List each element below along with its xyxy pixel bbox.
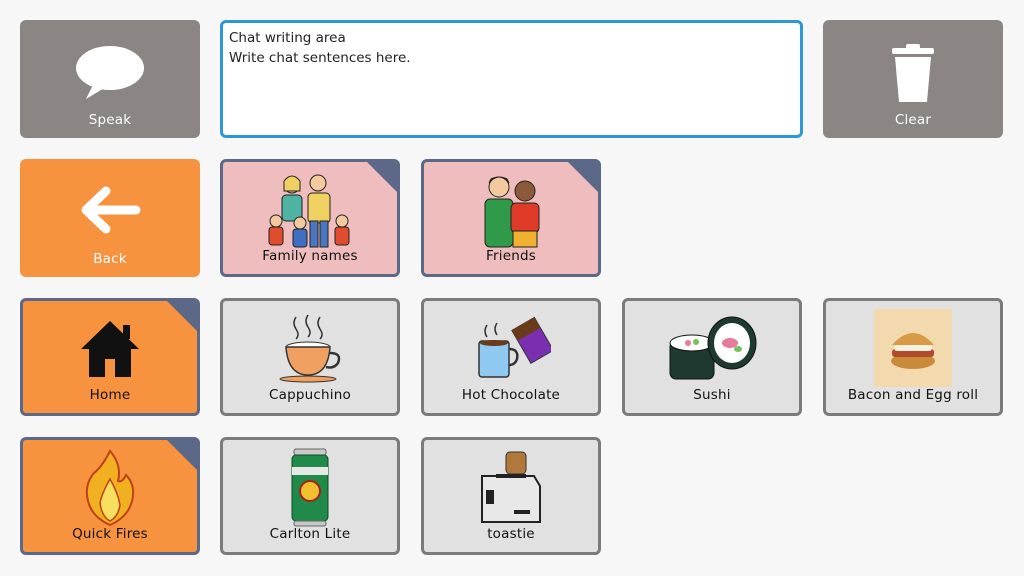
speak-label: Speak	[88, 112, 132, 128]
folder-corner	[568, 162, 598, 192]
quick-fires-label: Quick Fires	[72, 526, 148, 542]
bacon-egg-roll-photo	[826, 309, 1000, 387]
clear-button[interactable]: Clear	[823, 20, 1003, 138]
quick-fires-button[interactable]: Quick Fires	[20, 437, 200, 555]
fire-icon	[23, 448, 197, 528]
beer-can-icon	[223, 446, 397, 528]
speak-button[interactable]: Speak	[20, 20, 200, 138]
chat-area-hint: Write chat sentences here.	[229, 50, 411, 66]
folder-corner	[367, 162, 397, 192]
back-button[interactable]: Back	[20, 159, 200, 277]
chat-writing-area[interactable]: Chat writing area Write chat sentences h…	[220, 20, 803, 138]
folder-family-names[interactable]: Family names	[220, 159, 400, 277]
family-group-icon	[223, 170, 397, 250]
trash-can-icon	[823, 36, 1003, 110]
item-hot-chocolate[interactable]: Hot Chocolate	[421, 298, 601, 416]
item-label: Bacon and Egg roll	[847, 387, 979, 403]
item-toastie[interactable]: toastie	[421, 437, 601, 555]
item-label: Cappuchino	[269, 387, 351, 403]
folder-corner	[167, 440, 197, 470]
arrow-left-icon	[20, 179, 200, 241]
friends-icon	[424, 170, 598, 250]
item-bacon-and-egg-roll[interactable]: Bacon and Egg roll	[823, 298, 1003, 416]
speech-bubble-icon	[20, 38, 200, 108]
home-label: Home	[89, 387, 131, 403]
chat-area-title: Chat writing area	[229, 30, 346, 46]
folder-friends[interactable]: Friends	[421, 159, 601, 277]
item-label: toastie	[487, 526, 535, 542]
clear-label: Clear	[894, 112, 932, 128]
item-sushi[interactable]: Sushi	[622, 298, 802, 416]
item-label: Carlton Lite	[269, 526, 351, 542]
back-label: Back	[93, 251, 127, 267]
house-icon	[23, 313, 197, 385]
item-carlton-lite[interactable]: Carlton Lite	[220, 437, 400, 555]
folder-label: Friends	[486, 248, 536, 264]
item-label: Hot Chocolate	[461, 387, 561, 403]
folder-corner	[167, 301, 197, 331]
item-cappuchino[interactable]: Cappuchino	[220, 298, 400, 416]
folder-label: Family names	[262, 248, 358, 264]
item-label: Sushi	[693, 387, 731, 403]
home-button[interactable]: Home	[20, 298, 200, 416]
hot-chocolate-icon	[424, 309, 598, 387]
sushi-icon	[625, 309, 799, 387]
toaster-icon	[424, 448, 598, 528]
coffee-cup-icon	[223, 309, 397, 387]
